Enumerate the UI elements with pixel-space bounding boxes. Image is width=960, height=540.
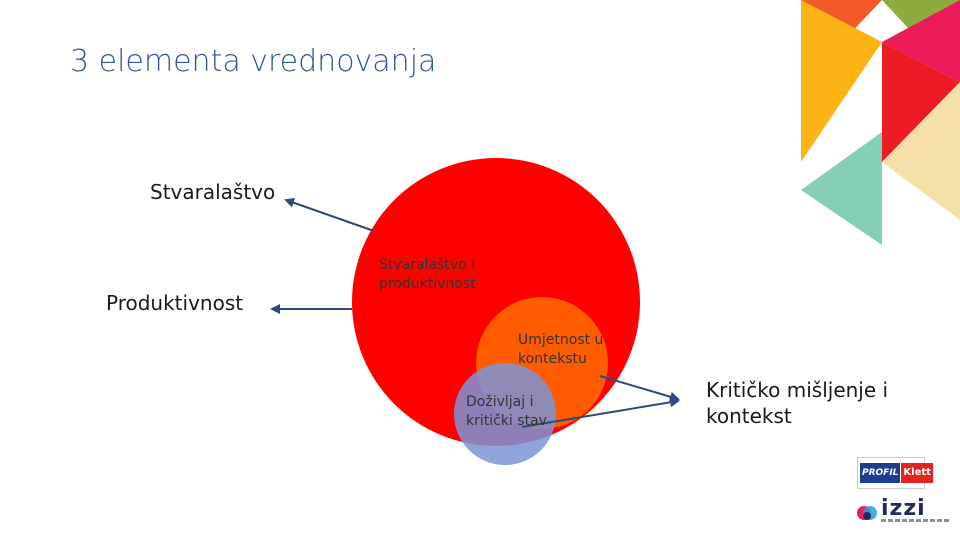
- arrow-kontekst-2: [521, 397, 680, 428]
- izzi-logo-text: izzi: [881, 496, 926, 521]
- label-produktivnost: Produktivnost: [106, 291, 244, 315]
- triangle-pale: [882, 82, 960, 220]
- profil-klett-logo: PROFIL Klett: [857, 457, 933, 489]
- venn-diagram: [352, 158, 640, 465]
- decorative-triangles: [801, 0, 960, 245]
- arrow-kontekst-1: [599, 375, 680, 402]
- circle-orange-label: Umjetnost u kontekstu: [518, 332, 604, 367]
- label-kriticko-misljenje: Kritičko mišljenje i kontekst: [706, 378, 889, 428]
- circle-blue-label: Doživljaj i kritički stav: [466, 394, 547, 429]
- izzi-tagline: [881, 519, 951, 522]
- circle-blue: [454, 363, 556, 465]
- triangle-red: [882, 42, 960, 162]
- triangle-teal: [801, 132, 882, 245]
- circle-big-label: Stvaralaštvo i produktivnost: [379, 257, 476, 292]
- arrows: [270, 197, 680, 428]
- arrow-to-stvaralastvo: [284, 197, 375, 232]
- triangle-yellow: [801, 0, 882, 162]
- profil-logo-text: PROFIL: [860, 463, 901, 483]
- izzi-logo: izzi: [855, 496, 955, 528]
- triangle-magenta: [882, 0, 960, 82]
- klett-logo-text: Klett: [901, 463, 933, 483]
- label-stvaralastvo: Stvaralaštvo: [150, 180, 276, 204]
- izzi-mark-icon: [857, 506, 877, 520]
- slide-title: 3 elementa vrednovanja: [70, 44, 437, 79]
